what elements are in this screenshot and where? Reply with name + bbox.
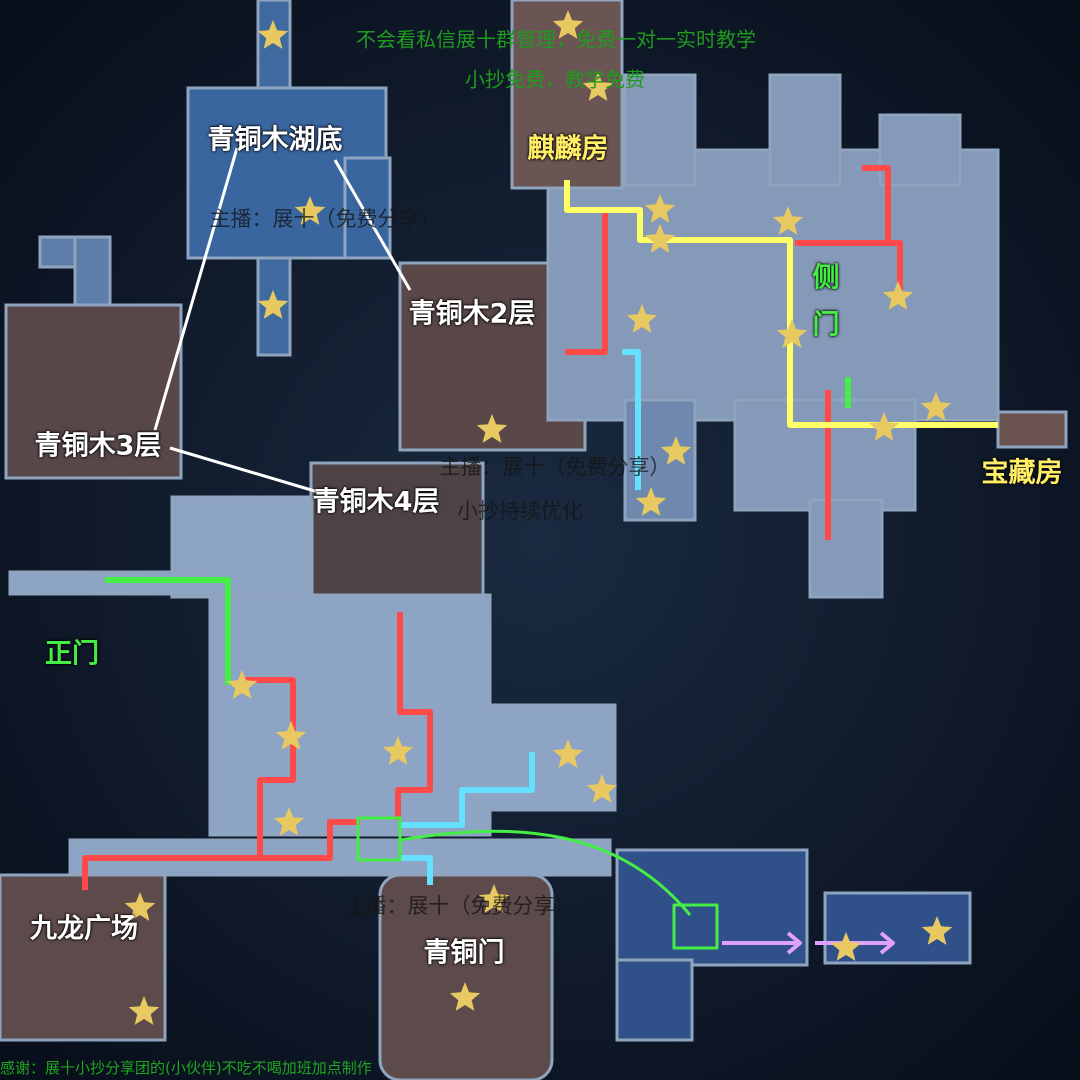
route-red [565, 212, 608, 355]
room-bronze-gate [378, 873, 554, 1080]
label-jiulong-square: 九龙广场 [30, 913, 138, 945]
route-cyan [622, 349, 641, 490]
route-red [82, 819, 360, 890]
room-south-east-wing [615, 958, 694, 1042]
leader-line [169, 446, 319, 494]
label-treasure-room: 宝藏房 [981, 457, 1063, 489]
star-icon [772, 206, 804, 235]
room-south-corridor [68, 838, 612, 877]
leader-line [333, 159, 412, 291]
star-icon [882, 281, 914, 310]
star-icon [660, 436, 692, 465]
star-icon [275, 721, 307, 750]
star-icon [635, 487, 667, 516]
star-icon [921, 916, 953, 945]
route-green-curve [399, 829, 692, 916]
room-lake-side [343, 156, 392, 260]
star-icon [476, 414, 508, 443]
route-red [242, 677, 296, 858]
star-icon [644, 194, 676, 223]
routes [82, 165, 998, 955]
watermark: 主播：展十（免费分享） [344, 894, 576, 918]
label-lake-bottom: 青铜木湖底 [207, 124, 343, 156]
room-south-east [615, 848, 809, 967]
star-icon [294, 196, 326, 225]
label-bronze-gate: 青铜门 [423, 937, 505, 969]
star-icon [124, 892, 156, 921]
label-side-gate-2: 门 [812, 309, 840, 341]
star-icon [478, 884, 510, 913]
route-red [395, 612, 433, 820]
stars [124, 10, 953, 1025]
note-line-1: 不会看私信展十群管理，免费一对一实时教学 [356, 27, 756, 52]
room-east-wing [808, 498, 884, 599]
leader-lines [153, 147, 412, 494]
star-icon [128, 996, 160, 1025]
room-east-complex [546, 148, 1000, 422]
watermark-sub: 小抄持续优化 [457, 499, 583, 523]
room-west-main [208, 593, 492, 837]
label-floor2: 青铜木2层 [408, 298, 536, 330]
star-icon [776, 319, 808, 348]
room-east-wing [878, 113, 962, 187]
credit-text: 感谢：展十小抄分享团的(小伙伴)不吃不喝加班加点制作 [0, 1059, 372, 1077]
route-green-box [672, 903, 719, 950]
route-pink-arrow [722, 931, 895, 955]
star-icon [920, 392, 952, 421]
label-main-gate: 正门 [45, 638, 99, 670]
room-east-wing [768, 73, 842, 187]
watermark: 主播：展十（免费分享） [209, 207, 441, 231]
label-side-gate-1: 侧 [812, 262, 840, 294]
room-treasure [996, 410, 1068, 449]
star-icon [552, 10, 584, 39]
star-icon [226, 670, 258, 699]
star-icon [273, 807, 305, 836]
star-icon [552, 739, 584, 768]
star-icon [830, 932, 862, 961]
star-icon [257, 20, 289, 49]
star-icon [382, 736, 414, 765]
star-icon [582, 72, 614, 101]
route-yellow [564, 180, 998, 428]
room-west-east [478, 703, 617, 812]
route-cyan [400, 752, 535, 828]
star-icon [257, 290, 289, 319]
note-line-2: 小抄免费，教学免费 [465, 67, 645, 92]
label-floor3: 青铜木3层 [34, 430, 162, 462]
route-cyan [400, 855, 433, 885]
label-floor4: 青铜木4层 [312, 486, 440, 518]
leader-line [153, 147, 239, 431]
star-icon [868, 412, 900, 441]
label-qilin-room: 麒麟房 [527, 133, 609, 165]
star-icon [586, 774, 618, 803]
star-icon [449, 982, 481, 1011]
room-floor3-corridor [73, 235, 112, 309]
star-icon [626, 304, 658, 333]
room-floor3 [4, 303, 183, 480]
star-icon [644, 224, 676, 253]
route-green-box [356, 816, 402, 862]
route-green [105, 577, 231, 685]
watermark: 主播：展十（免费分享） [439, 455, 671, 479]
room-east-wing [623, 73, 697, 187]
